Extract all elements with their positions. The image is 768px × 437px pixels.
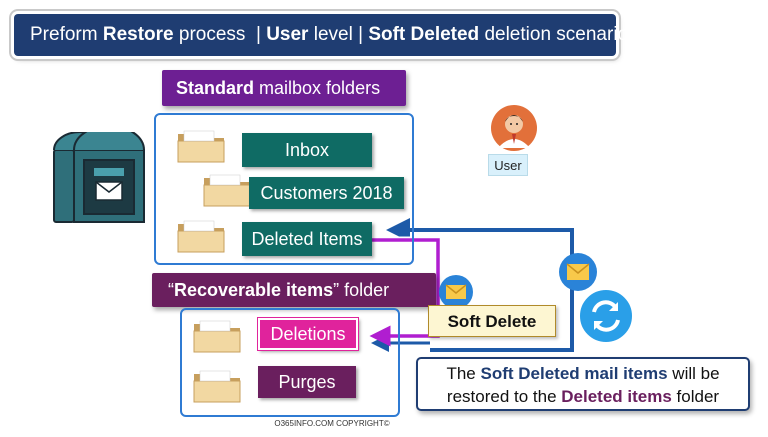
recoverable-items-header: “Recoverable items” folder — [152, 273, 436, 307]
folder-icon — [203, 174, 251, 207]
folder-label-deleted-items[interactable]: Deleted Items — [242, 222, 372, 256]
callout-line-1: The Soft Deleted mail items will be — [446, 364, 720, 383]
refresh-icon — [578, 288, 634, 344]
soft-delete-label: Soft Delete — [428, 305, 556, 337]
standard-folders-frame — [154, 113, 414, 265]
folder-icon — [193, 370, 241, 403]
folder-label-purges[interactable]: Purges — [258, 366, 356, 398]
folder-label-inbox[interactable]: Inbox — [242, 133, 372, 167]
callout-line-2: restored to the Deleted items folder — [446, 387, 720, 406]
standard-folders-header: Standard mailbox folders — [162, 70, 406, 106]
folder-icon — [177, 220, 225, 253]
folder-label-customers-2018[interactable]: Customers 2018 — [249, 177, 404, 209]
email-envelope-icon — [559, 253, 597, 291]
user-avatar-icon — [491, 105, 537, 151]
copyright-text: O365INFO.COM COPYRIGHT© — [274, 419, 390, 428]
user-label: User — [488, 154, 528, 176]
title-banner: Preform Restore process | User level | S… — [14, 14, 628, 56]
restore-explanation-callout: The Soft Deleted mail items will be rest… — [416, 357, 750, 411]
folder-icon — [193, 320, 241, 353]
folder-icon — [177, 130, 225, 163]
recoverable-items-frame — [180, 308, 400, 417]
folder-label-deletions[interactable]: Deletions — [258, 318, 358, 350]
email-envelope-icon — [439, 275, 473, 309]
mailbox-icon — [53, 132, 145, 223]
